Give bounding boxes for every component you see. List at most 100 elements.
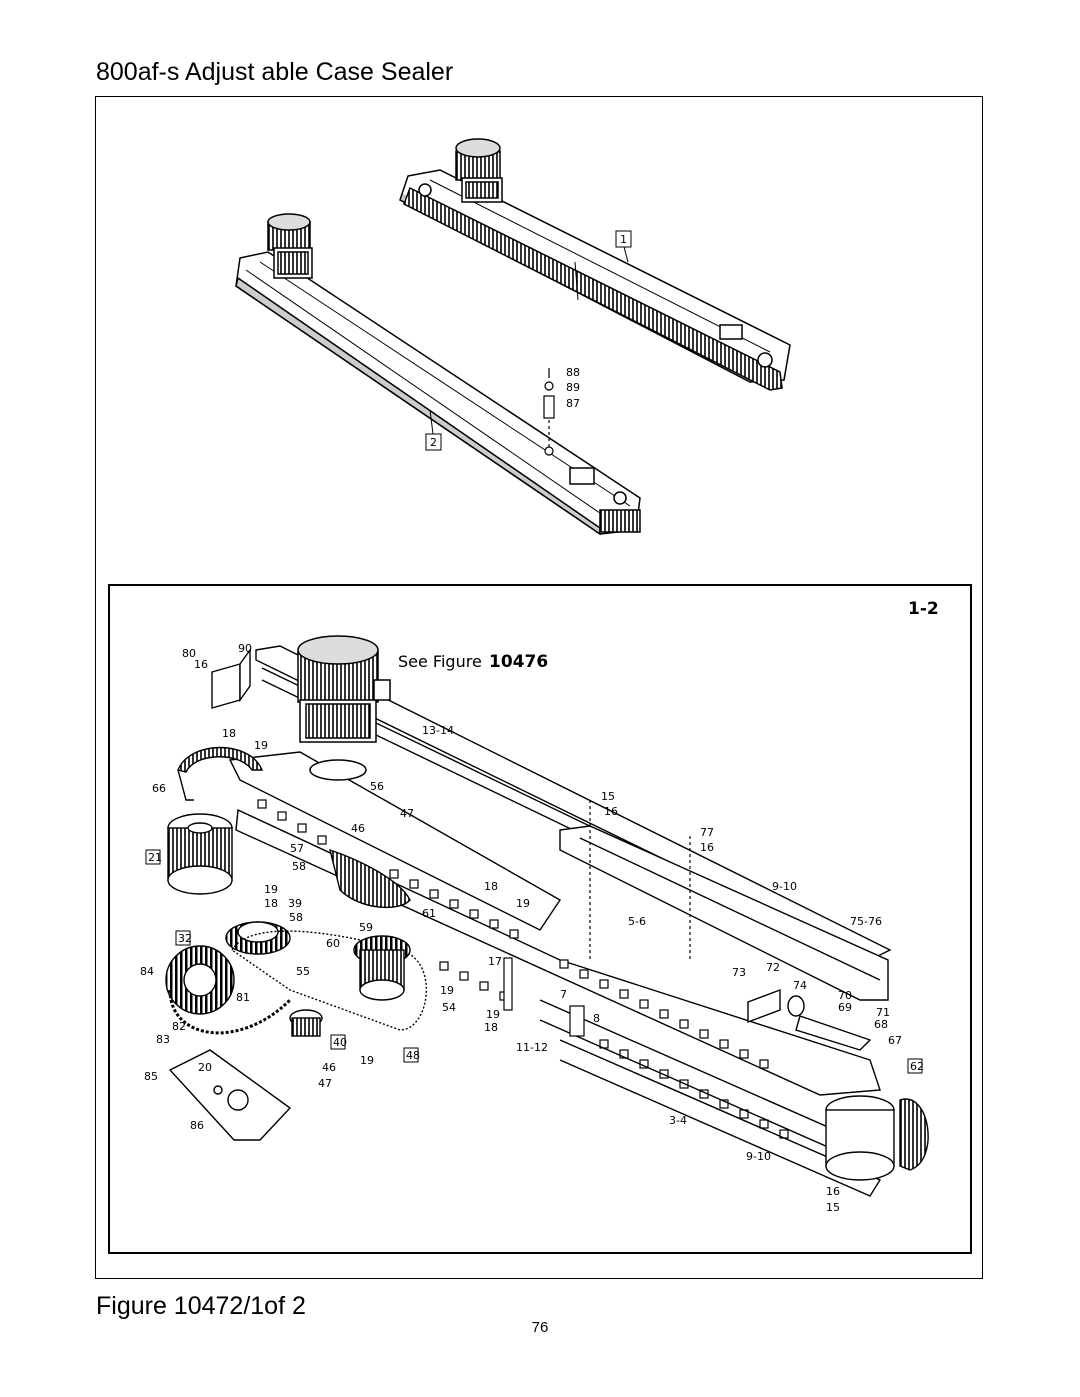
svg-text:67: 67: [888, 1034, 902, 1047]
svg-text:85: 85: [144, 1070, 158, 1083]
svg-text:70: 70: [838, 989, 852, 1002]
svg-text:40: 40: [333, 1036, 347, 1049]
svg-text:90: 90: [238, 642, 252, 655]
svg-text:1: 1: [620, 233, 627, 246]
motor-upper: [455, 138, 503, 203]
svg-text:13-14: 13-14: [422, 724, 454, 737]
guide-pins: [503, 800, 691, 1037]
svg-text:80: 80: [182, 647, 196, 660]
spacer-stack: [543, 368, 555, 456]
svg-text:8: 8: [593, 1012, 600, 1025]
gear-32: [225, 921, 291, 955]
detail-callouts: 80 90 16 18 19 66 21 56 47 46 57 58 19 1…: [140, 642, 924, 1214]
svg-text:17: 17: [488, 955, 502, 968]
conveyor-beam-upper: [399, 169, 791, 391]
svg-text:56: 56: [370, 780, 384, 793]
callout-87: 87: [566, 397, 580, 410]
pulley-40: [289, 1009, 323, 1037]
svg-text:66: 66: [152, 782, 166, 795]
bracket-90: [211, 647, 251, 709]
conveyor-beam-lower: [235, 251, 641, 536]
svg-text:83: 83: [156, 1033, 170, 1046]
svg-text:19: 19: [486, 1008, 500, 1021]
svg-text:7: 7: [560, 988, 567, 1001]
svg-text:60: 60: [326, 937, 340, 950]
svg-text:84: 84: [140, 965, 154, 978]
svg-text:61: 61: [422, 907, 436, 920]
callout-box-2: 2: [425, 409, 442, 451]
cover-85: [168, 1049, 292, 1141]
svg-text:81: 81: [236, 991, 250, 1004]
svg-text:19: 19: [254, 739, 268, 752]
assembly-ref: 1-2: [908, 599, 939, 619]
svg-text:46: 46: [351, 822, 365, 835]
detail-frame: [108, 584, 972, 1254]
motor-lower: [267, 213, 313, 279]
drive-motor: [297, 635, 391, 781]
svg-text:3-4: 3-4: [669, 1114, 687, 1127]
svg-text:9-10: 9-10: [772, 880, 797, 893]
svg-text:16: 16: [604, 805, 618, 818]
svg-text:5-6: 5-6: [628, 915, 646, 928]
drive-gear-48: [353, 935, 411, 1001]
svg-text:86: 86: [190, 1119, 204, 1132]
svg-text:39: 39: [288, 897, 302, 910]
figure-frame: [95, 96, 983, 1279]
svg-text:58: 58: [292, 860, 306, 873]
svg-text:18: 18: [264, 897, 278, 910]
svg-text:11-12: 11-12: [516, 1041, 548, 1054]
timing-belt-55: [231, 930, 427, 1031]
svg-text:2: 2: [430, 436, 437, 449]
svg-text:58: 58: [289, 911, 303, 924]
see-figure-number: 10476: [489, 652, 548, 672]
see-figure-text: See Figure: [398, 652, 482, 671]
svg-text:77: 77: [700, 826, 714, 839]
callout-88: 88: [566, 366, 580, 379]
drum-62: [825, 1095, 929, 1181]
svg-text:75-76: 75-76: [850, 915, 882, 928]
figure-caption: Figure 10472/1of 2: [96, 1292, 306, 1320]
belt-66: [177, 746, 264, 801]
svg-text:46: 46: [322, 1061, 336, 1074]
svg-text:19: 19: [360, 1054, 374, 1067]
svg-text:16: 16: [194, 658, 208, 671]
svg-text:19: 19: [440, 984, 454, 997]
svg-text:15: 15: [826, 1201, 840, 1214]
page-number: 76: [531, 1319, 549, 1336]
svg-text:15: 15: [601, 790, 615, 803]
svg-text:73: 73: [732, 966, 746, 979]
page-title: 800af-s Adjust able Case Sealer: [96, 58, 454, 86]
svg-text:68: 68: [874, 1018, 888, 1031]
svg-text:55: 55: [296, 965, 310, 978]
svg-text:72: 72: [766, 961, 780, 974]
sprocket-84: [165, 945, 235, 1015]
svg-text:19: 19: [264, 883, 278, 896]
svg-text:18: 18: [222, 727, 236, 740]
svg-text:16: 16: [826, 1185, 840, 1198]
callout-89: 89: [566, 381, 580, 394]
svg-text:16: 16: [700, 841, 714, 854]
svg-text:48: 48: [406, 1049, 420, 1062]
svg-text:82: 82: [172, 1020, 186, 1033]
svg-text:18: 18: [484, 880, 498, 893]
svg-text:21: 21: [148, 851, 162, 864]
tensioner-72-74: [747, 988, 872, 1051]
chain-81: [168, 989, 292, 1035]
svg-text:74: 74: [793, 979, 807, 992]
callout-box-1: 1: [615, 230, 632, 263]
svg-text:47: 47: [318, 1077, 332, 1090]
rail-9-10: [559, 825, 889, 1001]
svg-text:18: 18: [484, 1021, 498, 1034]
svg-text:54: 54: [442, 1001, 456, 1014]
chassis-holes: [257, 799, 789, 1139]
svg-text:47: 47: [400, 807, 414, 820]
svg-text:59: 59: [359, 921, 373, 934]
svg-text:32: 32: [178, 932, 192, 945]
svg-text:20: 20: [198, 1061, 212, 1074]
svg-text:57: 57: [290, 842, 304, 855]
belt-61: [329, 848, 411, 909]
svg-text:62: 62: [910, 1060, 924, 1073]
svg-text:69: 69: [838, 1001, 852, 1014]
svg-text:71: 71: [876, 1006, 890, 1019]
